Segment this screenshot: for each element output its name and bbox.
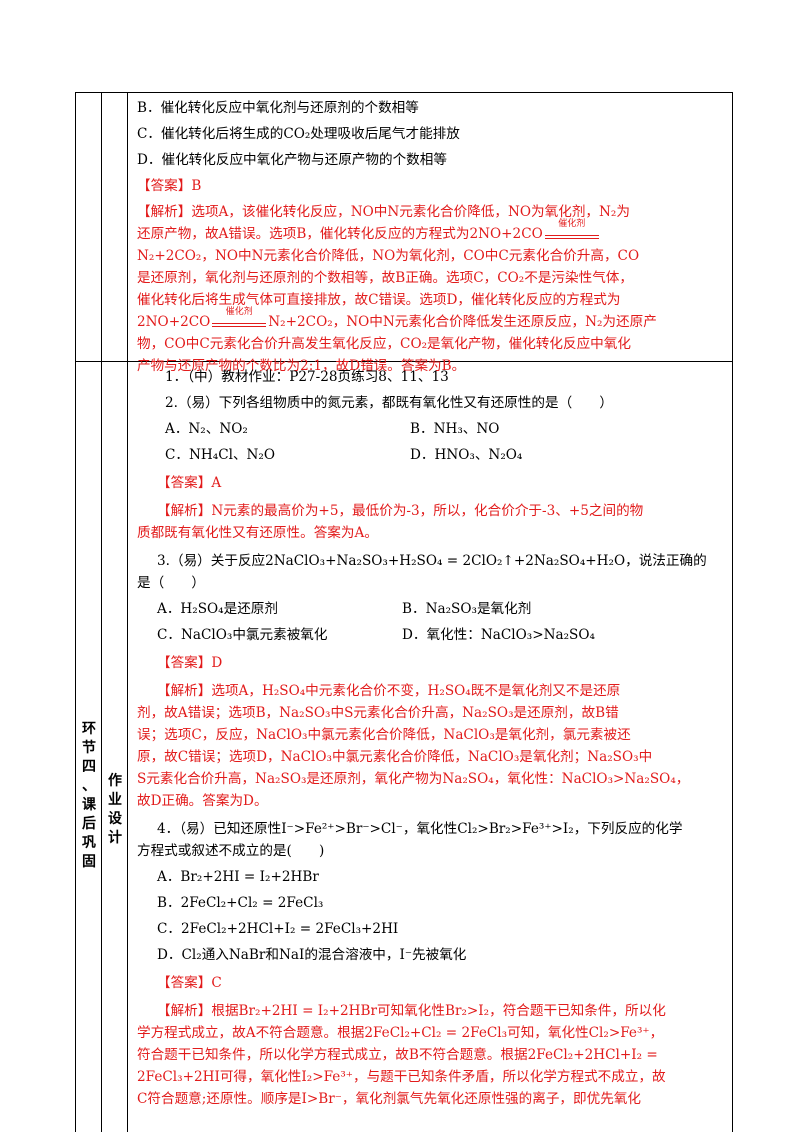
catalyst-label: 催化剂	[558, 218, 586, 229]
q3-option-a: A．H₂SO₄是还原剂	[157, 601, 278, 617]
analysis-block: 【解析】选项A，该催化转化反应，NO中N元素化合价降低，NO为氧化剂，N₂为 还…	[137, 201, 727, 377]
q4-option-d: D．Cl₂通入NaBr和NaI的混合溶液中，I⁻先被氧化	[157, 947, 467, 963]
analysis-line: 原，故C错误；选项D，NaClO₃中氯元素化合价降低，NaClO₃是氧化剂；Na…	[137, 749, 653, 765]
analysis-line: 学方程式成立，故A不符合题意。根据2FeCl₂+Cl₂ = 2FeCl₃可知，氧…	[137, 1025, 664, 1041]
table-border-top	[75, 92, 733, 93]
analysis-text: 2NO+2CO	[137, 314, 211, 330]
homework-block: 1．（中）教材作业：P27-28页练习8、11、13 2.（易）下列各组物质中的…	[137, 366, 727, 1110]
analysis-line: 故D正确。答案为D。	[137, 793, 268, 809]
section-char: 巩	[82, 835, 96, 851]
analysis-text: 还原产物，故A错误。选项B，催化转化反应的方程式为2NO+2CO	[137, 226, 543, 242]
q2-option-c: C．NH₄Cl、N₂O	[165, 447, 276, 463]
option-c: C．催化转化后将生成的CO₂处理吸收后尾气才能排放	[137, 126, 460, 142]
table-border-right	[732, 92, 733, 1132]
table-border-col2	[127, 92, 128, 1132]
question-3-options-row2: C．NaClO₃中氯元素被氧化 D．氧化性：NaClO₃>Na₂SO₄	[137, 624, 727, 646]
q2-analysis: 【解析】N元素的最高价为+5，最低价为-3，所以，化合价介于-3、+5之间的物 …	[137, 500, 727, 544]
analysis-line: 【解析】选项A，该催化转化反应，NO中N元素化合价降低，NO为氧化剂，N₂为	[137, 204, 630, 220]
subsection-char: 设	[108, 811, 122, 827]
analysis-line: 2NO+2CO 催化剂 N₂+2CO₂，NO中N元素化合价降低发生还原反应，N₂为还…	[137, 307, 727, 333]
analysis-line: 【解析】N元素的最高价为+5，最低价为-3，所以，化合价介于-3、+5之间的物	[157, 503, 644, 519]
q2-option-a: A．N₂、NO₂	[165, 421, 248, 437]
analysis-line: C符合题意;还原性。顺序是I>Br⁻，氧化剂氯气先氧化还原性强的离子，即优先氧化	[137, 1091, 641, 1107]
question-line: 4．（易）已知还原性I⁻>Fe²⁺>Br⁻>Cl⁻，氧化性Cl₂>Br₂>Fe³…	[157, 821, 683, 837]
answer-label: 【答案】B	[137, 178, 202, 194]
prev-question-block: B．催化转化反应中氧化剂与还原剂的个数相等 C．催化转化后将生成的CO₂处理吸收…	[137, 97, 727, 377]
section-char: 节	[82, 740, 96, 756]
question-3: 3.（易）关于反应2NaClO₃+Na₂SO₃+H₂SO₄ = 2ClO₂↑+2…	[137, 550, 727, 594]
analysis-line: N₂+2CO₂，NO中N元素化合价降低，NO为氧化剂，CO中C元素化合价升高，C…	[137, 248, 640, 264]
q2-option-b: B．NH₃、NO	[410, 421, 500, 437]
analysis-line: 【解析】根据Br₂+2HI = I₂+2HBr可知氧化性Br₂>I₂，符合题干已…	[157, 1003, 666, 1019]
analysis-line: 剂，故A错误；选项B，Na₂SO₃中S元素化合价升高，Na₂SO₃是还原剂，故B…	[137, 705, 619, 721]
q4-option-b: B．2FeCl₂+Cl₂ = 2FeCl₃	[157, 895, 324, 911]
table-border-col1	[101, 92, 102, 1132]
analysis-line: 2FeCl₃+2HI可得，氧化性I₂>Fe³⁺，与题干已知条件矛盾，所以化学方程…	[137, 1069, 666, 1085]
question-2-options-row2: C．NH₄Cl、N₂O D．HNO₃、N₂O₄	[137, 444, 727, 466]
question-2: 2.（易）下列各组物质中的氮元素，都既有氧化性又有还原性的是（ ）	[165, 395, 613, 411]
q4-analysis: 【解析】根据Br₂+2HI = I₂+2HBr可知氧化性Br₂>I₂，符合题干已…	[137, 1000, 727, 1110]
q4-option-a: A．Br₂+2HI = I₂+2HBr	[157, 869, 319, 885]
option-d: D．催化转化反应中氧化产物与还原产物的个数相等	[137, 152, 447, 168]
analysis-line: 还原产物，故A错误。选项B，催化转化反应的方程式为2NO+2CO 催化剂	[137, 219, 727, 245]
analysis-line: 产物与还原产物的个数比为2:1，故D错误。答案为B。	[137, 358, 466, 374]
q3-answer: 【答案】D	[157, 655, 223, 671]
q3-analysis: 【解析】选项A，H₂SO₄中元素化合价不变，H₂SO₄既不是氧化剂又不是还原 剂…	[137, 680, 727, 812]
q3-option-b: B．Na₂SO₃是氧化剂	[402, 601, 532, 617]
subsection-char: 作	[108, 773, 122, 789]
catalyst-arrow: 催化剂	[543, 219, 601, 242]
question-4: 4．（易）已知还原性I⁻>Fe²⁺>Br⁻>Cl⁻，氧化性Cl₂>Br₂>Fe³…	[137, 818, 727, 862]
question-line: 是（ ）	[137, 575, 205, 591]
analysis-line: S元素化合价升高，Na₂SO₃是还原剂，氧化产物为Na₂SO₄，氧化性：NaCl…	[137, 771, 690, 787]
analysis-line: 【解析】选项A，H₂SO₄中元素化合价不变，H₂SO₄既不是氧化剂又不是还原	[157, 683, 621, 699]
subsection-char: 业	[108, 792, 122, 808]
question-2-options-row1: A．N₂、NO₂ B．NH₃、NO	[137, 418, 727, 440]
question-line: 方程式或叙述不成立的是( )	[137, 843, 325, 859]
question-3-options-row1: A．H₂SO₄是还原剂 B．Na₂SO₃是氧化剂	[137, 598, 727, 620]
section-char: 四	[82, 759, 96, 775]
section-char: 课	[82, 797, 96, 813]
analysis-line: 是还原剂，氧化剂与还原剂的个数相等，故B正确。选项C，CO₂不是污染性气体，	[137, 270, 633, 286]
section-char: 环	[82, 721, 96, 737]
section-char: 固	[82, 854, 96, 870]
analysis-line: 催化转化后将生成气体可直接排放，故C错误。选项D，催化转化反应的方程式为	[137, 292, 621, 308]
q3-option-d: D．氧化性：NaClO₃>Na₂SO₄	[402, 627, 595, 643]
analysis-text: N₂+2CO₂，NO中N元素化合价降低发生还原反应，N₂为还原产	[268, 314, 657, 330]
catalyst-arrow: 催化剂	[210, 307, 268, 330]
question-1: 1．（中）教材作业：P27-28页练习8、11、13	[165, 369, 449, 385]
subsection-label: 作 业 设 计	[106, 772, 124, 848]
q2-answer: 【答案】A	[157, 475, 222, 491]
q4-option-c: C．2FeCl₂+2HCl+I₂ = 2FeCl₃+2HI	[157, 921, 399, 937]
section-label: 环 节 四 、 课 后 巩 固	[80, 720, 98, 872]
lesson-table: B．催化转化反应中氧化剂与还原剂的个数相等 C．催化转化后将生成的CO₂处理吸收…	[75, 92, 733, 1132]
section-char: 后	[82, 816, 96, 832]
catalyst-label: 催化剂	[225, 306, 253, 317]
row-separator	[75, 361, 733, 362]
q2-option-d: D．HNO₃、N₂O₄	[410, 447, 523, 463]
option-b: B．催化转化反应中氧化剂与还原剂的个数相等	[137, 100, 419, 116]
analysis-line: 质都既有氧化性又有还原性。答案为A。	[137, 525, 378, 541]
q4-answer: 【答案】C	[157, 975, 222, 991]
question-line: 3.（易）关于反应2NaClO₃+Na₂SO₃+H₂SO₄ = 2ClO₂↑+2…	[157, 553, 707, 569]
subsection-char: 计	[108, 830, 122, 846]
analysis-line: 物，CO中C元素化合价升高发生氧化反应，CO₂是氧化产物，催化转化反应中氧化	[137, 336, 631, 352]
table-border-left	[75, 92, 76, 1132]
analysis-line: 符合题干已知条件，所以化学方程式成立，故B不符合题意。根据2FeCl₂+2HCl…	[137, 1047, 658, 1063]
q3-option-c: C．NaClO₃中氯元素被氧化	[157, 627, 328, 643]
section-char: 、	[82, 778, 96, 794]
analysis-line: 误；选项C，反应，NaClO₃中氯元素化合价降低，NaClO₃是氧化剂，氯元素被…	[137, 727, 631, 743]
